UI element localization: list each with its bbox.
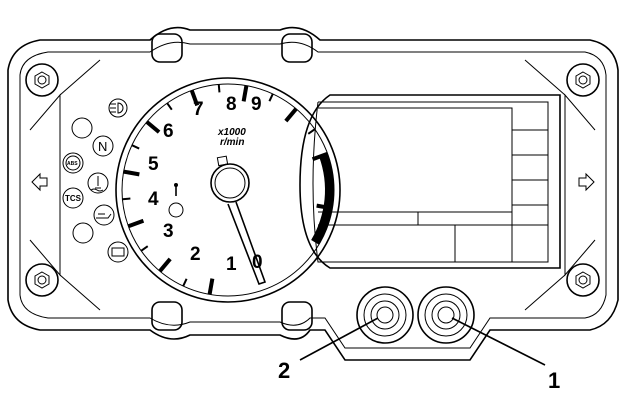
bolt-bottom-left: [25, 263, 59, 297]
tick-5.5: [217, 84, 221, 93]
callout-line-1: [451, 317, 546, 366]
scale-5: 5: [148, 154, 159, 175]
scale-2: 2: [190, 244, 201, 265]
tick-7: [284, 107, 298, 123]
shift-indicator-lamp: [168, 202, 184, 218]
neutral-label: N: [98, 139, 107, 154]
callout-line-2: [299, 317, 379, 361]
bolt-bottom-right: [566, 263, 600, 297]
scale-1: 1: [226, 254, 237, 275]
redline-band: [311, 153, 334, 245]
tick-2: [127, 218, 145, 229]
scale-9: 9: [251, 94, 262, 115]
abs-label: ABS: [67, 161, 78, 167]
tick-4: [145, 120, 161, 134]
tick-7.5: [307, 128, 316, 135]
bolt-top-right: [566, 63, 600, 97]
callout-label-1: 1: [548, 368, 560, 393]
tick-4.5: [166, 102, 173, 111]
multi-function-display: [299, 94, 561, 269]
tick-3: [123, 169, 140, 177]
scale-8: 8: [226, 94, 237, 115]
left-turn-indicator-icon: [31, 172, 48, 192]
tcs-label: TCS: [65, 194, 82, 203]
tick-2.5: [122, 197, 131, 201]
tcs-indicator-icon: TCS: [62, 187, 84, 209]
tachometer: 0 1 2 3 4 5 6 7 8 9 x1000 r/min: [115, 77, 341, 303]
indicator-blank-1: [71, 117, 93, 139]
indicator-lamps: N ABS TCS: [62, 98, 129, 263]
coolant-temperature-indicator-icon: [87, 172, 109, 194]
unit-multiplier: x1000: [217, 127, 246, 138]
oil-pressure-indicator-icon: [93, 204, 115, 226]
abs-indicator-icon: ABS: [62, 152, 84, 174]
tick-5: [189, 89, 200, 107]
tick-1: [158, 257, 172, 273]
tick-8: [311, 151, 329, 162]
scale-7: 7: [193, 99, 204, 120]
engine-trouble-indicator-icon: [107, 241, 129, 263]
tachometer-needle: [227, 201, 267, 286]
bolt-top-left: [25, 63, 59, 97]
indicator-blank-2: [72, 222, 94, 244]
scale-6: 6: [163, 121, 174, 142]
unit-rpm: r/min: [220, 137, 244, 148]
button-1[interactable]: [417, 286, 475, 344]
tick-1.5: [140, 245, 149, 252]
tick-0: [207, 278, 215, 295]
high-beam-indicator-icon: [108, 98, 128, 118]
tick-6: [241, 85, 249, 102]
callout-label-2: 2: [278, 358, 290, 383]
housing: [7, 26, 619, 361]
tick-3.5: [131, 144, 140, 150]
needle-hub: [210, 163, 250, 203]
button-2[interactable]: [356, 286, 414, 344]
tick-6.5: [268, 93, 274, 102]
right-turn-indicator-icon: [578, 172, 595, 192]
tick-0.5: [182, 278, 188, 287]
scale-3: 3: [163, 221, 174, 242]
neutral-indicator-icon: N: [92, 135, 114, 157]
scale-4: 4: [148, 189, 159, 210]
